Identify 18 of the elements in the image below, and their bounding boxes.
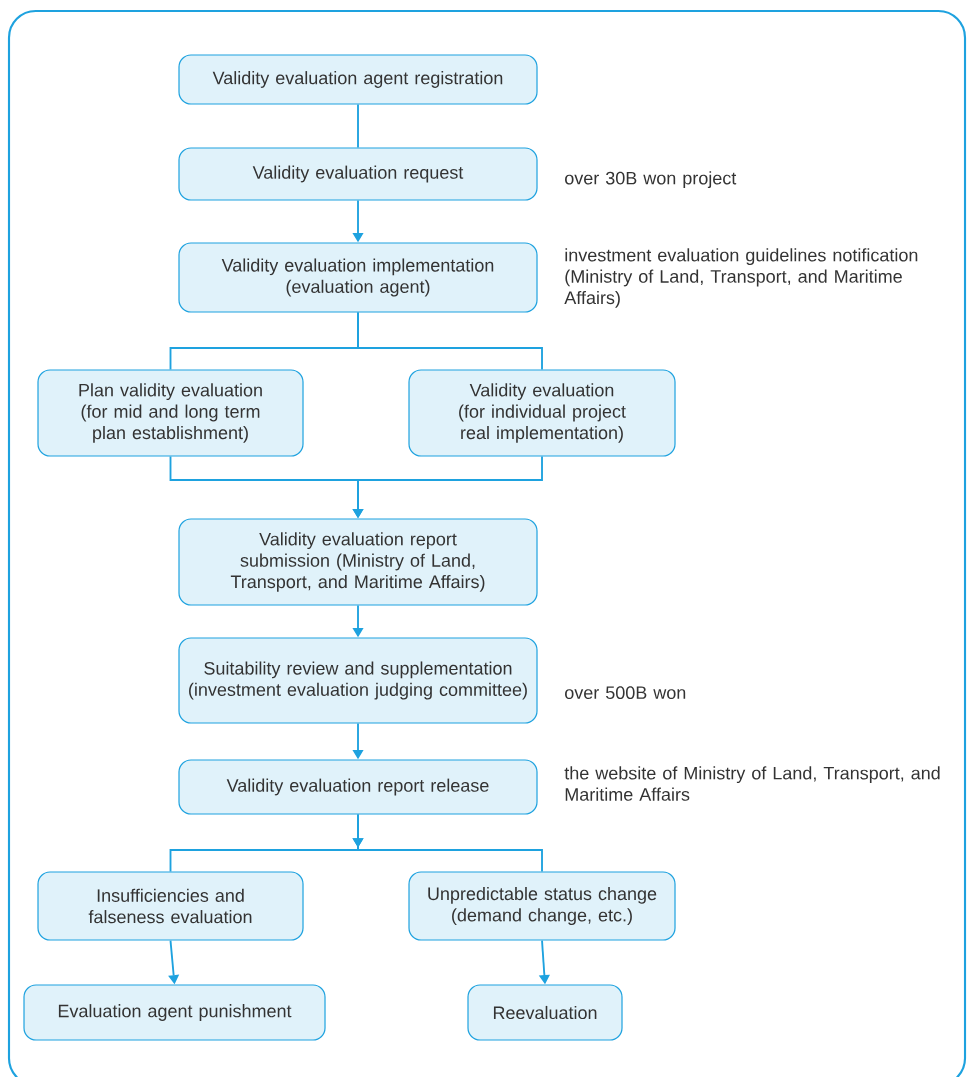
process-box: Evaluation agent punishment (23, 984, 326, 1041)
process-box: Validity evaluation report submission (Ministry of Land, Transport, and Maritime Affairs) (178, 518, 538, 606)
process-box: Insufficiencies and falseness evaluation (37, 871, 304, 941)
side-note: over 500B won (565, 686, 686, 699)
side-note: the website of Ministry of Land, Transport, and Maritime Affairs (564, 766, 940, 801)
connector (357, 311, 543, 371)
process-box: Validity evaluation implementation (evaluation agent) (178, 242, 538, 313)
process-box: Unpredictable status change (demand change, etc.) (408, 871, 676, 941)
process-box: Validity evaluation agent registration (178, 54, 538, 105)
process-box: Suitability review and supplementation (investment evaluation judging committee) (178, 637, 538, 724)
side-note: over 30B won project (565, 171, 737, 189)
process-box: Reevaluation (467, 984, 623, 1041)
process-box: Plan validity evaluation (for mid and long term plan establishment) (37, 369, 304, 457)
process-box: Validity evaluation report release (178, 759, 538, 815)
process-box: Validity evaluation (for individual project real implementation) (408, 369, 676, 457)
side-note: investment evaluation guidelines notification (Ministry of Land, Transport, and Maritime Affairs) (564, 248, 918, 308)
process-box: Validity evaluation request (178, 147, 538, 201)
connector (357, 103, 359, 149)
